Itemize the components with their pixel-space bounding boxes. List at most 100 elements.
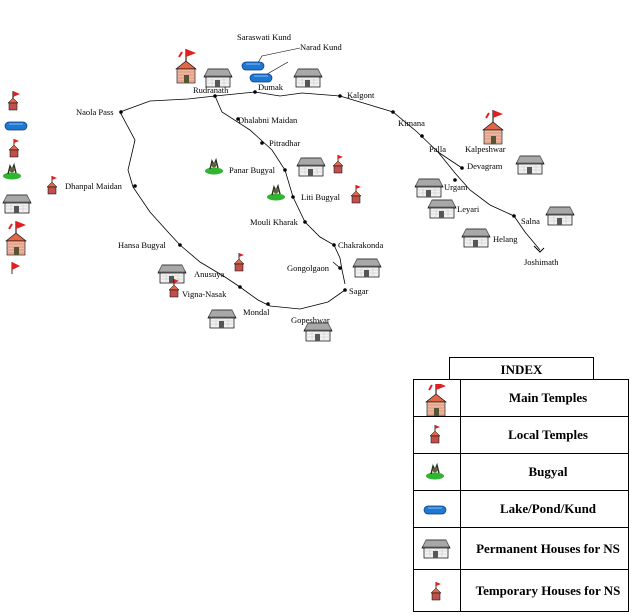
- label-chakrakonda: Chakrakonda: [338, 240, 384, 250]
- stop-kimana: [391, 110, 395, 114]
- panar-bugyal-icon: [204, 159, 224, 176]
- label-devagram: Devagram: [467, 161, 503, 171]
- leyari-house-icon: [427, 199, 457, 219]
- label-dhalabni-maidan: Dhalabni Maidan: [238, 115, 298, 125]
- legend-label: Main Temples: [508, 390, 588, 405]
- stop-dhanpal: [133, 184, 137, 188]
- label-kalgont: Kalgont: [347, 90, 375, 100]
- panar-house-icon: [296, 157, 326, 177]
- stop-palla: [420, 134, 424, 138]
- label-joshimath: Joshimath: [524, 257, 559, 267]
- anusuya-local-temple-icon: [233, 252, 245, 272]
- left-bugyal-icon: [2, 164, 22, 181]
- kalpeshwar-main-temple-icon: [482, 109, 504, 145]
- label-naola-pass: Naola Pass: [76, 107, 114, 117]
- route-lines: [119, 91, 541, 310]
- lake-label-leaders: [255, 47, 301, 78]
- left-icon-column: [2, 91, 32, 274]
- legend-row-bugyal: Bugyal: [414, 454, 628, 491]
- liti-local-temple-icon: [350, 184, 362, 204]
- stop-panar: [283, 168, 287, 172]
- devagram-house-icon: [515, 155, 545, 175]
- helang-house-icon: [461, 228, 491, 248]
- label-gongolgaon: Gongolgaon: [287, 263, 330, 273]
- legend-row-main-temples: Main Temples: [414, 380, 628, 417]
- label-dumak: Dumak: [258, 82, 284, 92]
- map-legend: INDEX Main Temples Local Temples Bugyal …: [413, 357, 629, 612]
- route-palla-devagram: [437, 151, 463, 169]
- legend-row-lake: Lake/Pond/Kund: [414, 491, 628, 528]
- label-urgam: Urgam: [444, 182, 468, 192]
- stop-dumak: [253, 90, 257, 94]
- label-salna: Salna: [521, 216, 540, 226]
- left-house-icon: [2, 194, 32, 214]
- stop-salna: [512, 214, 516, 218]
- mondal-house-icon: [207, 309, 237, 329]
- legend-table: Main Temples Local Temples Bugyal Lake/P…: [413, 379, 629, 612]
- legend-row-temporary-houses: Temporary Houses for NS: [414, 570, 628, 612]
- place-labels: Saraswati Kund Narad Kund Rudranath Duma…: [65, 32, 559, 325]
- label-mouli-kharak: Mouli Kharak: [250, 217, 299, 227]
- label-helang: Helang: [493, 234, 518, 244]
- stop-kalgont: [338, 94, 342, 98]
- label-kimana: Kimana: [398, 118, 425, 128]
- stop-devagram: [460, 166, 464, 170]
- legend-row-local-temples: Local Temples: [414, 417, 628, 454]
- main-temple-icon: [425, 384, 447, 416]
- panar-local-temple-icon: [332, 154, 344, 174]
- dumak-house-icon: [293, 68, 323, 88]
- legend-label: Permanent Houses for NS: [476, 540, 620, 556]
- temporary-house-icon: [430, 581, 442, 601]
- stop-sagar: [343, 288, 347, 292]
- legend-label: Temporary Houses for NS: [475, 582, 621, 598]
- stop-mouli: [303, 220, 307, 224]
- route-naola-hansa: [119, 111, 241, 288]
- hansa-house-icon: [157, 264, 187, 284]
- label-leyari: Leyari: [457, 204, 480, 214]
- stop-chakrakonda: [332, 243, 336, 247]
- left-flag-icon-2: [12, 262, 20, 270]
- salna-house-icon: [545, 206, 575, 226]
- dhanpal-local-temple-icon: [46, 175, 58, 195]
- left-lake-icon: [4, 121, 28, 131]
- legend-label: Lake/Pond/Kund: [499, 501, 597, 516]
- narad-kund-lake-icon: [249, 73, 273, 83]
- stop-naola-pass: [119, 110, 123, 114]
- stop-liti: [291, 195, 295, 199]
- label-rudranath: Rudranath: [193, 85, 229, 95]
- gongolgaon-house-icon: [352, 258, 382, 278]
- label-mondal: Mondal: [243, 307, 270, 317]
- label-liti-bugyal: Liti Bugyal: [301, 192, 341, 202]
- left-local-temple-icon: [8, 138, 20, 158]
- label-pitradhar: Pitradhar: [269, 138, 300, 148]
- label-sagar: Sagar: [349, 286, 369, 296]
- stop-dhalabni: [236, 117, 240, 121]
- route-mondal-gopeshwar: [269, 289, 346, 310]
- joshimath-arrow-icon: [533, 245, 545, 253]
- legend-label: Bugyal: [528, 464, 568, 479]
- label-narad-kund: Narad Kund: [300, 42, 343, 52]
- label-palla: Palla: [429, 144, 446, 154]
- stop-rudranath: [213, 94, 217, 98]
- stop-hansa: [178, 243, 182, 247]
- label-hansa-bugyal: Hansa Bugyal: [118, 240, 167, 250]
- bugyal-icon: [425, 464, 445, 481]
- lake-icon: [423, 505, 447, 515]
- label-gopeshwar: Gopeshwar: [291, 315, 330, 325]
- label-anusuya: Anusuya: [194, 269, 224, 279]
- legend-label: Local Temples: [508, 427, 588, 442]
- stop-mondal: [266, 302, 270, 306]
- label-saraswati-kund: Saraswati Kund: [237, 32, 292, 42]
- label-kalpeshwar: Kalpeshwar: [465, 144, 506, 154]
- left-main-temple-icon: [5, 220, 27, 256]
- liti-bugyal-icon: [266, 185, 286, 202]
- local-temple-icon: [429, 424, 441, 444]
- urgam-house-icon: [414, 178, 444, 198]
- legend-title: INDEX: [449, 357, 594, 380]
- rudranath-main-temple-icon: [175, 48, 197, 84]
- route-naola-rudranath: [119, 95, 216, 113]
- route-anusuya-mondal: [239, 286, 271, 307]
- permanent-house-icon: [421, 539, 451, 559]
- label-dhanpal-maidan: Dhanpal Maidan: [65, 181, 123, 191]
